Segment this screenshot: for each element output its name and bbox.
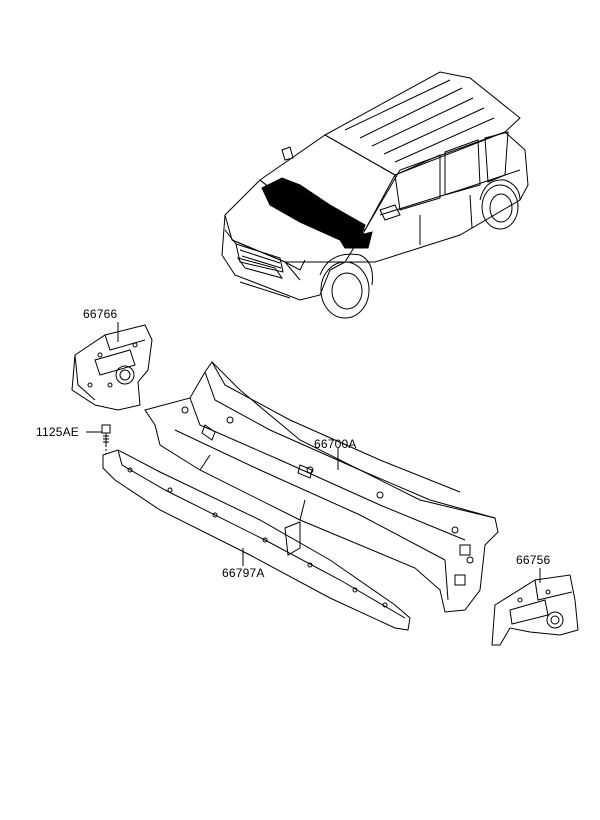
part-66700A-cowl-panel <box>145 362 498 612</box>
part-label-66797A: 66797A <box>222 566 265 580</box>
part-label-1125AE: 1125AE <box>36 425 80 439</box>
part-1125AE-bolt <box>86 425 110 454</box>
part-66756-bracket <box>492 568 578 645</box>
part-label-66756: 66756 <box>516 553 551 567</box>
part-66797A-cowl-strip <box>103 450 410 630</box>
part-label-66700A: 66700A <box>314 437 357 451</box>
vehicle-illustration <box>222 72 528 318</box>
highlighted-cowl-region <box>262 178 365 245</box>
part-66766-bracket <box>72 322 152 410</box>
part-label-66766: 66766 <box>83 307 118 321</box>
